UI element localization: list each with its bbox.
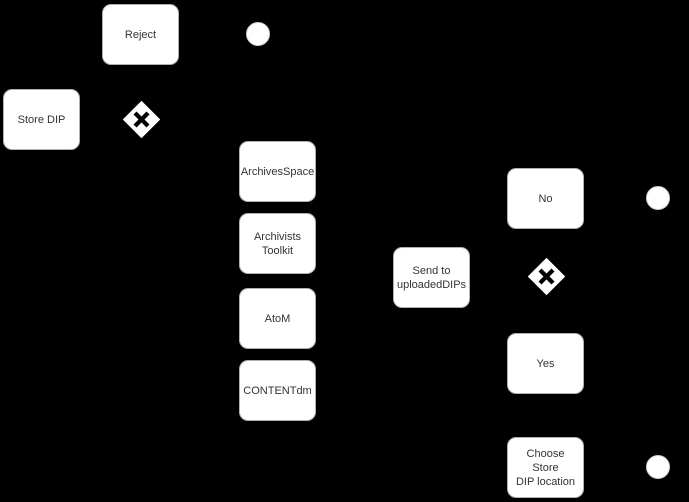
task-store-dip[interactable]: Store DIP <box>3 89 80 150</box>
task-label: Send to uploadedDIPs <box>396 264 467 291</box>
event-node-right-lower[interactable] <box>646 455 670 479</box>
task-no[interactable]: No <box>507 168 584 229</box>
task-send-to-uploadeddips[interactable]: Send to uploadedDIPs <box>393 247 470 308</box>
task-contentdm[interactable]: CONTENTdm <box>239 360 316 421</box>
task-label: Yes <box>536 357 555 370</box>
task-archivists-toolkit[interactable]: Archivists Toolkit <box>239 213 316 274</box>
task-label: Archivists Toolkit <box>253 230 302 257</box>
task-label: AtoM <box>264 312 291 325</box>
gateway-exclusive-right[interactable] <box>528 258 565 295</box>
exclusive-gateway-icon <box>123 101 160 138</box>
task-label: Reject <box>124 28 157 41</box>
gateway-exclusive-left[interactable] <box>123 101 160 138</box>
task-atom[interactable]: AtoM <box>239 288 316 349</box>
event-node-top[interactable] <box>246 22 270 46</box>
task-reject[interactable]: Reject <box>102 4 179 65</box>
task-label: Choose Store DIP location <box>515 447 576 488</box>
task-label: CONTENTdm <box>243 384 312 397</box>
exclusive-gateway-icon <box>528 258 565 295</box>
task-label: Store DIP <box>17 113 66 126</box>
task-label: No <box>538 192 553 205</box>
task-label: ArchivesSpace <box>240 165 315 178</box>
task-choose-store-dip-location[interactable]: Choose Store DIP location <box>507 437 584 498</box>
event-node-right-upper[interactable] <box>646 186 670 210</box>
task-archivesspace[interactable]: ArchivesSpace <box>239 141 316 202</box>
task-yes[interactable]: Yes <box>507 333 584 394</box>
